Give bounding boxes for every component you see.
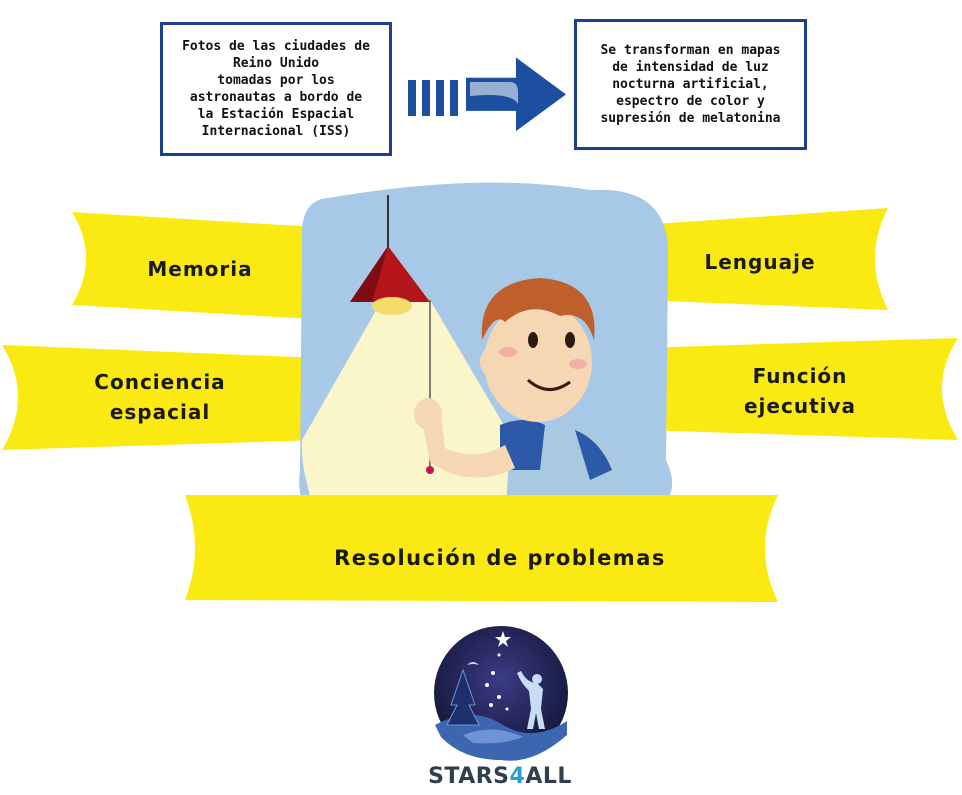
stars4all-logo-icon bbox=[434, 626, 568, 761]
funcion-label: Función ejecutiva bbox=[743, 364, 857, 418]
source-box: Fotos de las ciudades de Reino Unido tom… bbox=[160, 22, 392, 156]
lamp-pull-cord bbox=[426, 466, 434, 474]
boy-head bbox=[484, 302, 592, 422]
boy-hair bbox=[481, 278, 595, 340]
ribbon-funcion bbox=[640, 338, 958, 440]
resolucion-label: Resolución de problemas bbox=[334, 546, 666, 570]
ribbon-resolucion bbox=[185, 495, 778, 602]
ribbon-conciencia bbox=[2, 345, 320, 450]
lenguaje-label: Lenguaje bbox=[704, 250, 816, 274]
ribbon-lenguaje bbox=[640, 208, 888, 310]
ribbon-memoria bbox=[72, 212, 330, 320]
conciencia-label: Conciencia espacial bbox=[94, 370, 226, 424]
memoria-label: Memoria bbox=[147, 257, 253, 281]
transform-arrow-icon bbox=[408, 57, 566, 132]
result-box: Se transforman en mapas de intensidad de… bbox=[574, 19, 807, 150]
brand-name: STARS4ALL bbox=[428, 764, 572, 789]
source-box-text: Fotos de las ciudades de Reino Unido tom… bbox=[182, 39, 370, 139]
result-box-text: Se transforman en mapas de intensidad de… bbox=[600, 43, 781, 126]
boy-arm bbox=[420, 402, 515, 478]
